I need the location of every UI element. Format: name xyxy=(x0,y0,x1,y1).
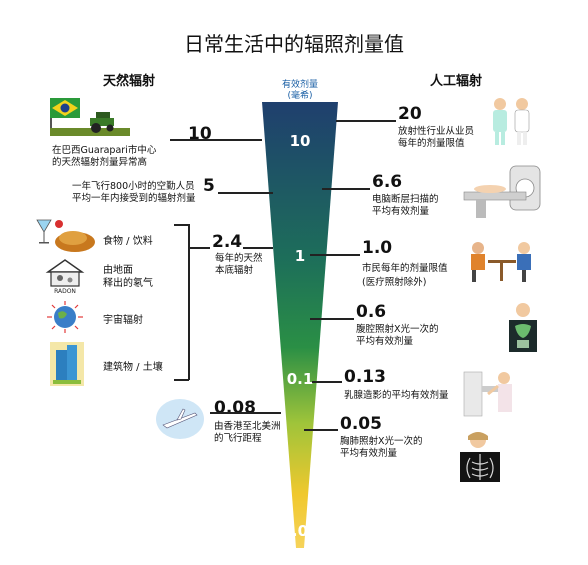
natural-radiation-header: 天然辐射 xyxy=(103,74,156,89)
natural-leader-10 xyxy=(170,139,262,141)
artificial-desc-workers: 放射性行业从业员 每年的剂量限值 xyxy=(398,126,474,150)
scale-tick-0-1: 0.1 xyxy=(286,370,314,388)
natural-desc-background: 每年的天然 本底辐射 xyxy=(215,253,263,277)
source-radon: 由地面 释出的氡气 xyxy=(103,264,153,290)
artificial-desc-abdomen-line1: 腹腔照射X光一次的 xyxy=(356,324,439,335)
artificial-desc-chest-line2: 平均有效剂量 xyxy=(340,448,398,459)
ct-scanner-icon xyxy=(463,165,541,218)
artificial-leader-0-6 xyxy=(310,318,354,320)
artificial-desc-abdomen: 腹腔照射X光一次的 平均有效剂量 xyxy=(356,324,439,348)
artificial-desc-chest: 胸肺照射X光一次的 平均有效剂量 xyxy=(340,436,423,460)
natural-desc-aircrew-line1: 一年飞行800小时的空勤人员 xyxy=(72,181,195,192)
artificial-desc-workers-line2: 每年的剂量限值 xyxy=(398,138,465,149)
artificial-desc-public-line1: 市民每年的剂量限值 xyxy=(362,263,448,274)
natural-desc-guarapari: 在巴西Guarapari市中心 的天然辐射剂量异常高 xyxy=(52,145,156,169)
scale-tick-1: 1 xyxy=(294,247,306,265)
cosmic-radiation-icon xyxy=(47,301,83,333)
natural-bracket-bottom xyxy=(174,379,189,381)
artificial-leader-1-0 xyxy=(310,254,360,256)
people-at-table-icon xyxy=(471,242,531,282)
source-radon-line1: 由地面 xyxy=(103,265,133,276)
scale-tick-10: 10 xyxy=(289,132,311,150)
natural-desc-guarapari-line1: 在巴西Guarapari市中心 xyxy=(52,145,157,156)
scale-tick-0-01: 0.01 xyxy=(281,522,319,540)
artificial-leader-0-05 xyxy=(304,429,338,431)
artificial-value-6-6: 6.6 xyxy=(372,172,403,192)
source-radon-line2: 释出的氡气 xyxy=(103,278,153,289)
natural-value-5: 5 xyxy=(203,176,215,196)
artificial-value-20: 20 xyxy=(398,104,422,124)
abdomen-xray-icon xyxy=(509,303,537,352)
axis-unit-label: 有效剂量 (毫希) xyxy=(262,80,338,102)
chest-xray-icon xyxy=(460,432,500,482)
source-food-drink: 食物 / 饮料 xyxy=(103,236,153,247)
natural-desc-flight-line2: 的飞行距程 xyxy=(214,433,262,444)
natural-value-0-08: 0.08 xyxy=(214,398,256,418)
natural-value-10: 10 xyxy=(188,124,212,144)
natural-bracket-link xyxy=(188,247,210,249)
medical-staff-icon xyxy=(493,98,530,145)
food-drink-icon xyxy=(36,219,95,252)
natural-desc-guarapari-line2: 的天然辐射剂量异常高 xyxy=(52,157,148,168)
artificial-desc-ct: 电脑断层扫描的 平均有效剂量 xyxy=(372,194,439,218)
artificial-desc-mammogram: 乳腺造影的平均有效剂量 xyxy=(344,390,449,401)
artificial-desc-public: 市民每年的剂量限值 (医疗照射除外) xyxy=(362,262,448,290)
airplane-icon xyxy=(156,399,204,439)
artificial-desc-ct-line1: 电脑断层扫描的 xyxy=(372,194,439,205)
natural-desc-background-line1: 每年的天然 xyxy=(215,253,263,264)
natural-desc-flight: 由香港至北美洲 的飞行距程 xyxy=(214,421,281,445)
artificial-desc-workers-line1: 放射性行业从业员 xyxy=(398,126,475,137)
source-buildings-soil: 建筑物 / 土壤 xyxy=(103,362,163,373)
artificial-desc-ct-line2: 平均有效剂量 xyxy=(372,206,430,217)
mammography-icon xyxy=(463,371,512,417)
page-title: 日常生活中的辐照剂量值 xyxy=(184,32,404,56)
artificial-value-0-05: 0.05 xyxy=(340,414,382,434)
artificial-leader-6-6 xyxy=(322,188,370,190)
axis-unit-line2: (毫希) xyxy=(287,91,313,101)
natural-leader-0-08 xyxy=(210,412,281,414)
artificial-radiation-header: 人工辐射 xyxy=(430,74,483,89)
artificial-value-0-6: 0.6 xyxy=(356,302,387,322)
artificial-leader-20 xyxy=(336,120,396,122)
buildings-icon xyxy=(50,342,84,386)
radon-sign: RADON xyxy=(54,288,76,295)
natural-value-2-4: 2.4 xyxy=(212,232,243,252)
artificial-value-1-0: 1.0 xyxy=(362,238,393,258)
natural-desc-aircrew-line2: 平均一年内接受到的辐射剂量 xyxy=(72,193,196,204)
artificial-desc-chest-line1: 胸肺照射X光一次的 xyxy=(340,436,423,447)
brazil-tractor-icon xyxy=(50,98,130,136)
source-cosmic: 宇宙辐射 xyxy=(103,315,143,326)
natural-desc-aircrew: 一年飞行800小时的空勤人员 平均一年内接受到的辐射剂量 xyxy=(72,181,196,205)
radon-house-icon: RADON xyxy=(45,259,85,295)
artificial-desc-public-line2: (医疗照射除外) xyxy=(362,277,427,288)
artificial-value-0-13: 0.13 xyxy=(344,367,386,387)
natural-bracket xyxy=(188,224,190,380)
artificial-desc-abdomen-line2: 平均有效剂量 xyxy=(356,336,414,347)
axis-unit-line1: 有效剂量 xyxy=(281,80,318,90)
natural-desc-background-line2: 本底辐射 xyxy=(215,265,254,276)
artificial-leader-0-13 xyxy=(312,381,342,383)
natural-leader-5 xyxy=(218,192,273,194)
natural-desc-flight-line1: 由香港至北美洲 xyxy=(214,421,281,432)
natural-bracket-top xyxy=(174,224,189,226)
natural-leader-2-4 xyxy=(243,247,273,249)
